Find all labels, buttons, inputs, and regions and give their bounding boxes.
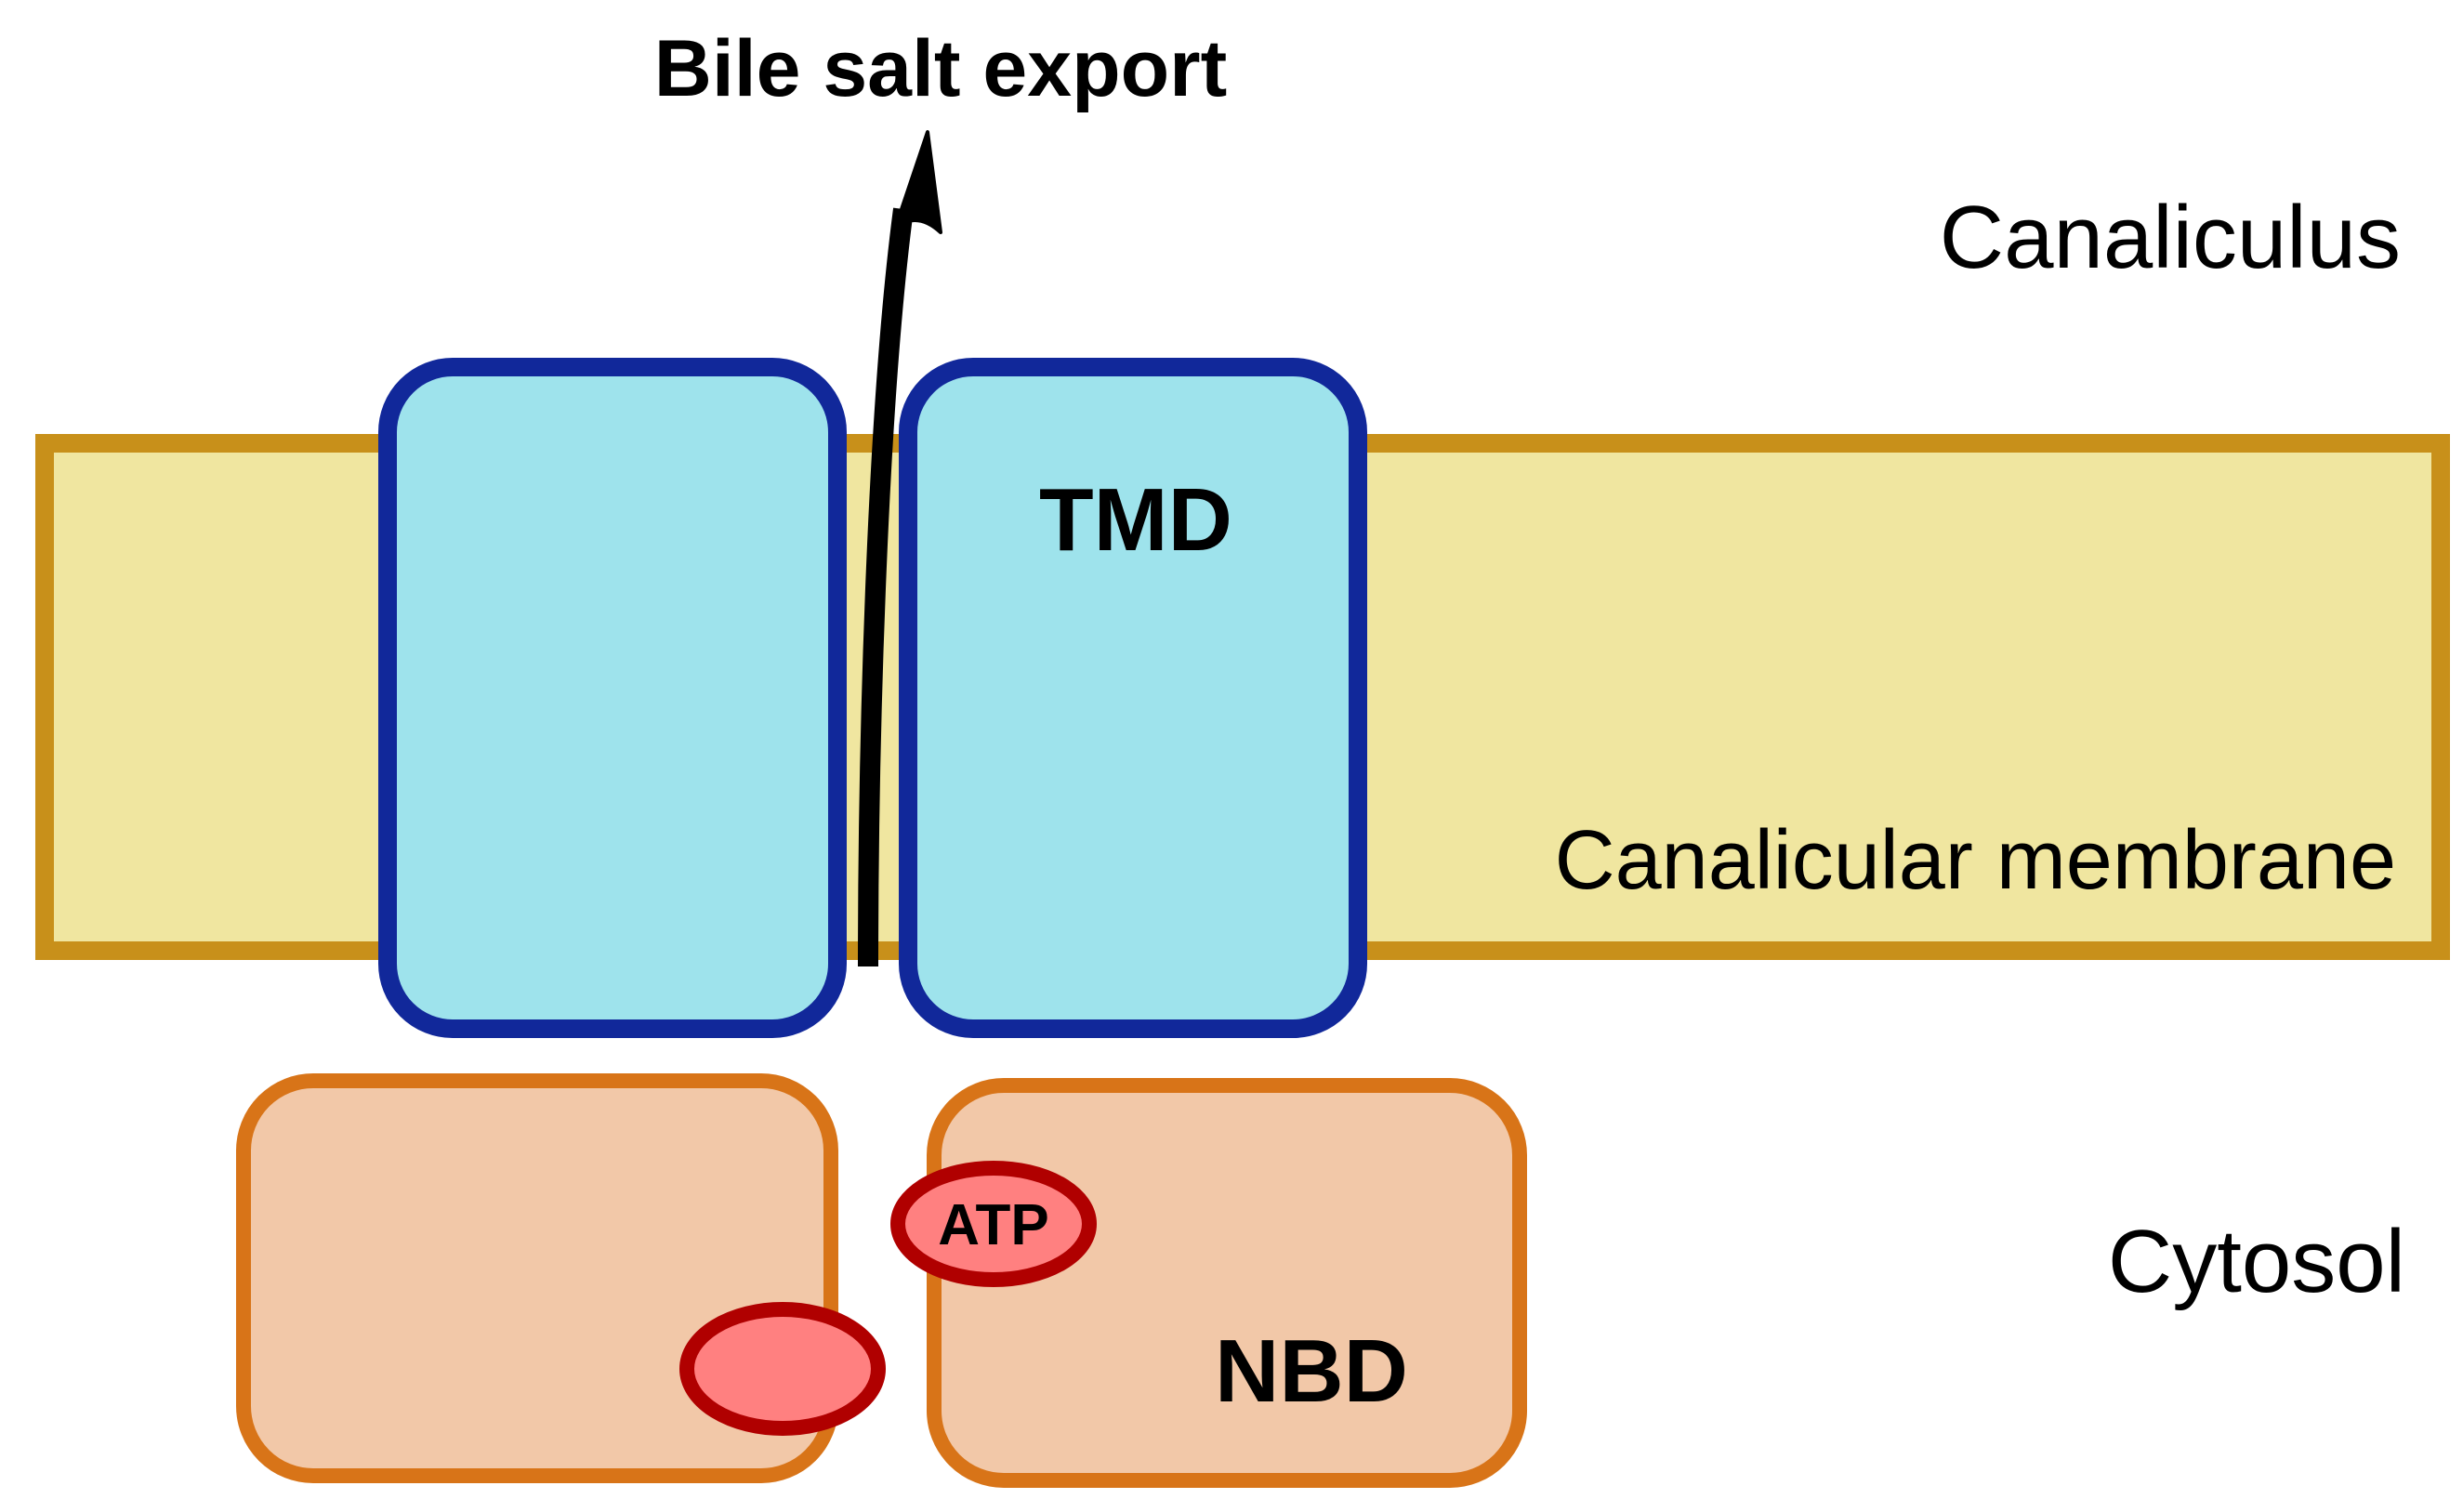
atp-oval-unlabeled [679, 1302, 886, 1436]
atp-oval-labeled [890, 1161, 1097, 1287]
nbd-right [927, 1078, 1527, 1488]
canaliculus-label: Canaliculus [1940, 188, 2401, 287]
nbd-label: NBD [1215, 1321, 1408, 1421]
tmd-left [378, 358, 847, 1038]
export-arrow-head [893, 130, 942, 234]
cytosol-label: Cytosol [2108, 1212, 2405, 1311]
export-arrow-shaft [858, 207, 914, 967]
tmd-label: TMD [1039, 470, 1232, 570]
canalicular-membrane-label: Canalicular membrane [1555, 814, 2396, 907]
bile-salt-export-label: Bile salt export [654, 24, 1228, 113]
tmd-right [899, 358, 1367, 1038]
atp-label: ATP [938, 1193, 1048, 1257]
